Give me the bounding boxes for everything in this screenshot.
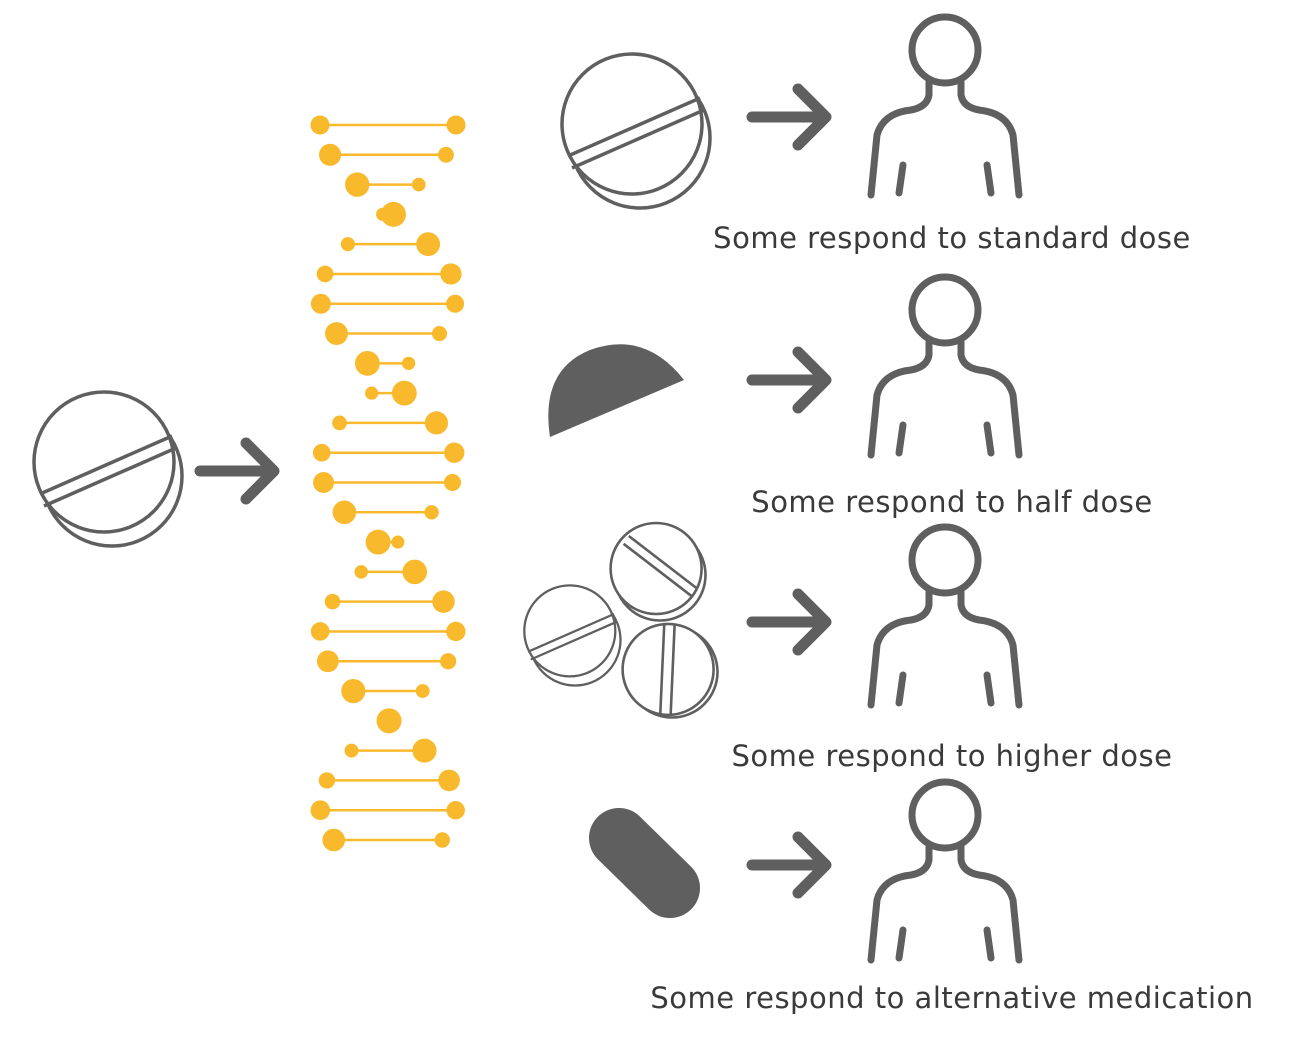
dna-base bbox=[432, 590, 455, 613]
person-icon bbox=[871, 782, 1019, 960]
dna-base bbox=[355, 350, 380, 376]
dna-base bbox=[324, 593, 341, 610]
dna-base bbox=[318, 143, 342, 166]
dna-base bbox=[322, 828, 346, 852]
caption-alternative-medication: Some respond to alternative medication bbox=[650, 981, 1253, 1015]
dna-base bbox=[412, 738, 437, 763]
dna-base bbox=[310, 622, 330, 641]
dna-base bbox=[438, 769, 460, 792]
dna-base bbox=[446, 115, 466, 135]
half-tablet-icon bbox=[548, 344, 684, 437]
person-icon bbox=[871, 17, 1019, 195]
dna-base bbox=[424, 411, 449, 435]
whole-tablet-icon bbox=[560, 52, 712, 210]
row-half-dose: Some respond to half dose bbox=[548, 277, 1152, 519]
dna-base bbox=[438, 146, 454, 163]
dna-base bbox=[316, 650, 339, 673]
caption-half-dose: Some respond to half dose bbox=[751, 485, 1152, 519]
caption-higher-dose: Some respond to higher dose bbox=[732, 739, 1173, 773]
dna-base bbox=[345, 172, 370, 197]
dna-base bbox=[415, 684, 430, 698]
dna-base bbox=[446, 294, 465, 313]
row-alternative-medication: Some respond to alternative medication bbox=[589, 782, 1253, 1015]
multiple-tablets-icon bbox=[523, 521, 719, 719]
arrow-right-icon bbox=[752, 594, 826, 650]
dna-base bbox=[375, 207, 390, 221]
dna-base bbox=[440, 653, 457, 670]
dna-base bbox=[332, 415, 347, 431]
dna-base bbox=[310, 115, 330, 135]
dna-base bbox=[416, 232, 441, 257]
dna-base bbox=[325, 322, 348, 346]
dna-base bbox=[354, 565, 368, 579]
dna-base bbox=[310, 293, 331, 314]
dna-base bbox=[431, 326, 448, 342]
person-icon bbox=[871, 277, 1019, 455]
dna-base bbox=[310, 800, 331, 820]
dna-base bbox=[446, 621, 466, 642]
capsule-icon bbox=[589, 808, 700, 918]
row-standard-dose: Some respond to standard dose bbox=[560, 17, 1191, 255]
dna-base bbox=[391, 535, 405, 549]
dna-base bbox=[434, 832, 450, 848]
dna-base bbox=[443, 473, 462, 492]
dna-base bbox=[365, 529, 391, 555]
dna-base bbox=[440, 263, 462, 285]
dna-base bbox=[341, 678, 366, 704]
dna-base bbox=[340, 237, 355, 252]
dna-base bbox=[316, 265, 334, 283]
dna-base bbox=[318, 772, 336, 789]
dna-base bbox=[381, 201, 406, 227]
person-icon bbox=[871, 527, 1019, 705]
row-higher-dose: Some respond to higher dose bbox=[523, 521, 1173, 773]
dna-helix-icon bbox=[310, 115, 466, 852]
dna-base bbox=[312, 443, 331, 462]
dna-base bbox=[332, 500, 357, 525]
input-pill-icon bbox=[32, 390, 184, 548]
dna-base bbox=[446, 800, 465, 820]
arrow-right-icon bbox=[752, 837, 826, 893]
dna-base bbox=[444, 442, 465, 463]
caption-standard-dose: Some respond to standard dose bbox=[713, 221, 1191, 255]
dna-base bbox=[344, 743, 359, 758]
dna-base bbox=[376, 708, 402, 734]
dna-base bbox=[365, 386, 379, 400]
dna-base bbox=[411, 177, 426, 192]
input-arrow-icon bbox=[200, 443, 274, 499]
dna-base bbox=[313, 472, 334, 493]
dna-base bbox=[402, 559, 428, 585]
dna-base bbox=[424, 505, 439, 520]
arrow-right-icon bbox=[752, 89, 826, 145]
dna-base bbox=[391, 380, 417, 406]
arrow-right-icon bbox=[752, 352, 826, 408]
dna-base bbox=[401, 356, 416, 370]
